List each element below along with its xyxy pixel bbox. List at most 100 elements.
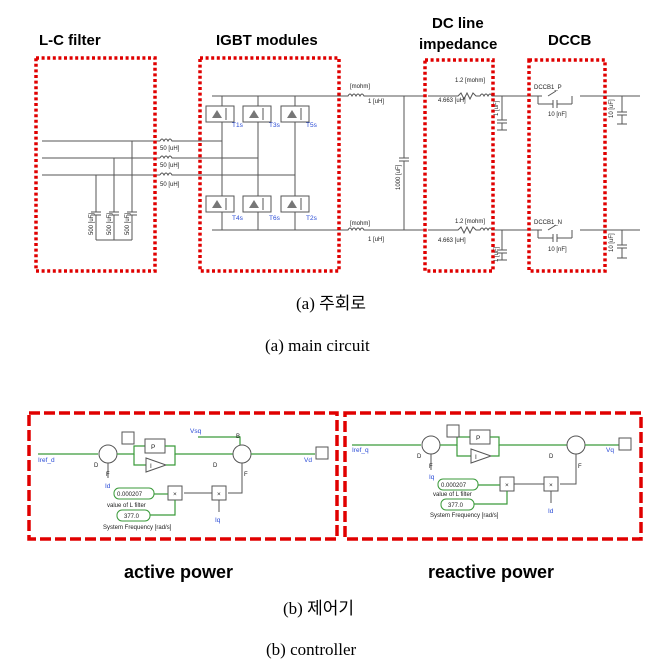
- dc-line-box: [423, 58, 495, 273]
- igbt-t1: T1s: [205, 105, 244, 129]
- dccb-p-label: DCCB1_P: [534, 85, 562, 91]
- svg-text:T3s: T3s: [269, 122, 281, 129]
- label-reactive-power: reactive power: [428, 562, 554, 582]
- input-iref-d: Iref_d: [38, 457, 55, 464]
- dccb-breakers: DCCB1_P 10 [nF] DCCB1_N 10 [nF] 10 [uF] …: [534, 85, 640, 259]
- line-l-label-top: 4.663 [uH]: [438, 98, 466, 104]
- limiter-1: [121, 431, 135, 445]
- header-impedance: impedance: [419, 36, 497, 53]
- caption-b-en: (b) controller: [266, 640, 356, 659]
- dc-r-label-top: [mohm]: [350, 84, 370, 90]
- phase-l-label-a: 50 [uH]: [160, 146, 180, 152]
- const-l-filter: [113, 487, 155, 500]
- svg-text:377.0: 377.0: [448, 503, 464, 509]
- main-circuit: L-C filter IGBT modules DC line impedanc…: [34, 15, 640, 355]
- lc-filter-box: [34, 56, 157, 273]
- limiter-2: [446, 424, 460, 438]
- const-system-frequency-q: [440, 498, 475, 511]
- sum-junction-4: [566, 435, 586, 455]
- svg-text:F: F: [244, 472, 248, 478]
- svg-text:377.0: 377.0: [124, 514, 140, 520]
- cap-label-2: 500 [uF]: [107, 213, 113, 235]
- const-l-filter-label-q: value of L filter: [433, 492, 472, 498]
- dccb-n-label: DCCB1_N: [534, 220, 562, 226]
- igbt-t3: T3s: [242, 105, 281, 129]
- svg-text:D: D: [213, 463, 218, 469]
- feedback-id: Id: [105, 483, 111, 490]
- controller: Iref_d D F Id P I D Vsq B Vd F: [27, 411, 643, 659]
- header-dccb: DCCB: [548, 32, 591, 49]
- phase-inductor-a: [159, 138, 202, 143]
- const-l-filter-q: [437, 478, 479, 491]
- ac-phase-lines: 50 [uH] 50 [uH] 50 [uH] 500 [uF] 500 [uF…: [42, 138, 202, 241]
- dc-r-label-bot: [mohm]: [350, 221, 370, 227]
- phase-l-label-b: 50 [uH]: [160, 163, 180, 169]
- sum-junction-1: [98, 444, 118, 464]
- dccb-p-cap-label: 10 [nF]: [548, 112, 567, 118]
- svg-text:I: I: [475, 454, 477, 461]
- cap-label-3: 500 [uF]: [125, 213, 131, 235]
- active-power-box: [27, 411, 339, 541]
- igbt-modules-box: [198, 56, 341, 273]
- dccb-n-cap-label: 10 [nF]: [548, 247, 567, 253]
- svg-text:T6s: T6s: [269, 215, 281, 222]
- svg-text:B: B: [236, 434, 240, 440]
- out-cap-label-bot: 10 [uF]: [609, 233, 615, 252]
- integrator-block-q: [470, 448, 493, 464]
- igbt-bridge: T1s T3s T5s T4s T6s: [202, 95, 345, 231]
- svg-text:D: D: [549, 454, 554, 460]
- svg-text:D: D: [94, 463, 99, 469]
- output-vd: Vd: [304, 457, 312, 464]
- line-l-label-bot: 4.663 [uH]: [438, 238, 466, 244]
- line-cap-label-top: 1 [uF]: [494, 100, 500, 116]
- svg-text:P: P: [151, 444, 155, 451]
- svg-text:I: I: [150, 463, 152, 470]
- svg-text:D: D: [417, 454, 422, 460]
- label-active-power: active power: [124, 562, 233, 582]
- caption-b-ko: (b) 제어기: [283, 599, 354, 618]
- line-cap-label-bot: 1 [uF]: [494, 246, 500, 262]
- svg-text:×: ×: [549, 482, 553, 489]
- reactive-power-box: [343, 411, 643, 541]
- dccb-box: [527, 58, 607, 273]
- freq-label: System Frequency [rad/s]: [103, 525, 172, 531]
- sum-junction-3: [421, 435, 441, 455]
- svg-text:0.000207: 0.000207: [117, 492, 143, 498]
- dc-l-label-top: 1 [uH]: [368, 99, 384, 105]
- header-lc-filter: L-C filter: [39, 32, 101, 49]
- freq-label-q: System Frequency [rad/s]: [430, 513, 499, 519]
- out-cap-label-top: 10 [uF]: [609, 99, 615, 118]
- svg-text:×: ×: [217, 491, 221, 498]
- line-r-label-top: 1.2 [mohm]: [455, 78, 485, 84]
- caption-a-en: (a) main circuit: [265, 336, 370, 355]
- active-power-controller: Iref_d D F Id P I D Vsq B Vd F: [38, 428, 329, 531]
- caption-a-ko: (a) 주회로: [296, 294, 366, 313]
- svg-text:T2s: T2s: [306, 215, 318, 222]
- phase-l-label-c: 50 [uH]: [160, 182, 180, 188]
- svg-text:T1s: T1s: [232, 122, 244, 129]
- output-vq: Vq: [606, 447, 614, 454]
- dc-bus-link: [mohm] 1 [uH] [mohm] 1 [uH] 1000 [uF]: [345, 84, 424, 243]
- const-system-frequency: [116, 509, 151, 522]
- output-port-q: [618, 437, 632, 451]
- svg-text:F: F: [578, 464, 582, 470]
- igbt-t4: T4s: [205, 195, 244, 222]
- svg-text:×: ×: [505, 482, 509, 489]
- svg-text:0.000207: 0.000207: [441, 483, 467, 489]
- const-l-filter-label: value of L filter: [107, 503, 146, 509]
- input-id: Id: [548, 508, 554, 515]
- svg-text:P: P: [476, 435, 480, 442]
- sum-junction-2: [232, 444, 252, 464]
- svg-text:×: ×: [173, 491, 177, 498]
- phase-inductor-c: [159, 172, 202, 177]
- igbt-t5: T5s: [280, 105, 318, 129]
- header-igbt-modules: IGBT modules: [216, 32, 318, 49]
- input-iq: Iq: [215, 517, 221, 524]
- feedback-iq: Iq: [429, 474, 435, 481]
- header-dc-line: DC line: [432, 15, 484, 32]
- output-port-d: [315, 446, 329, 460]
- dc-l-label-bot: 1 [uH]: [368, 237, 384, 243]
- input-vsq: Vsq: [190, 428, 202, 435]
- cap-label-1: 500 [uF]: [89, 213, 95, 235]
